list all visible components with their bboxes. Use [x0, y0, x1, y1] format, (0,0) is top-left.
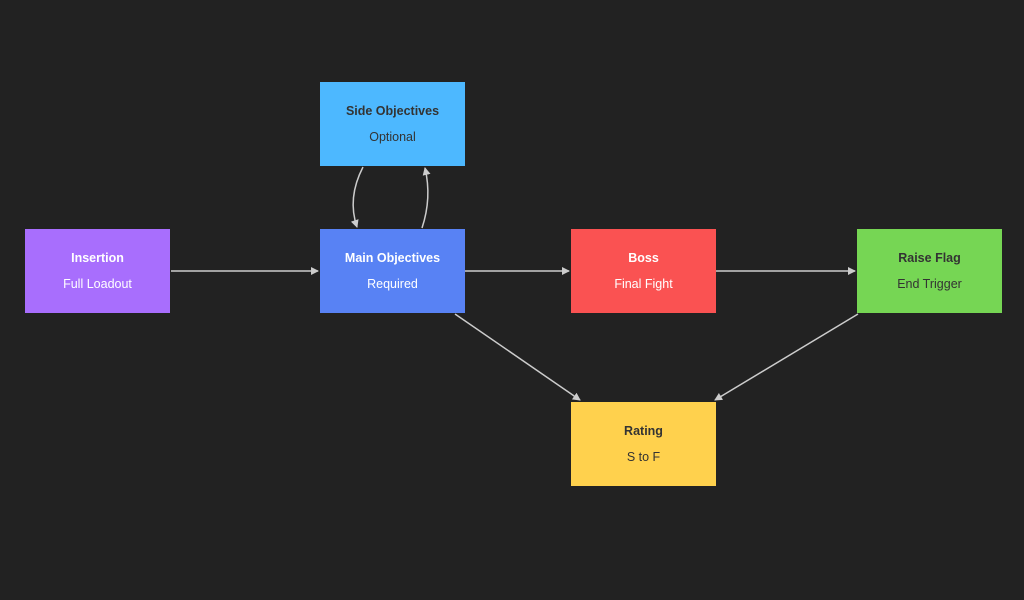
node-subtitle: End Trigger	[897, 277, 962, 291]
edge-main-to-side	[421, 167, 431, 229]
node-subtitle: S to F	[626, 450, 661, 464]
node-boss[interactable]: Boss Final Fight	[571, 229, 716, 313]
node-raise-flag[interactable]: Raise Flag End Trigger	[857, 229, 1002, 313]
node-title: Insertion	[71, 251, 124, 265]
node-insertion[interactable]: Insertion Full Loadout	[25, 229, 170, 313]
edge-side-to-main	[350, 166, 364, 228]
edge-main-to-rating	[454, 313, 581, 401]
node-main-objectives[interactable]: Main Objectives Required	[320, 229, 465, 313]
node-title: Main Objectives	[344, 251, 441, 265]
node-title: Raise Flag	[898, 251, 961, 265]
node-side-objectives[interactable]: Side Objectives Optional	[320, 82, 465, 166]
edge-flag-to-rating	[714, 313, 859, 401]
node-rating[interactable]: Rating S to F	[571, 402, 716, 486]
node-subtitle: Full Loadout	[63, 277, 132, 291]
node-subtitle: Required	[367, 277, 418, 291]
node-title: Side Objectives	[345, 104, 440, 118]
node-subtitle: Final Fight	[614, 277, 673, 291]
node-title: Boss	[628, 251, 659, 265]
node-title: Rating	[624, 424, 663, 438]
node-subtitle: Optional	[369, 130, 416, 144]
